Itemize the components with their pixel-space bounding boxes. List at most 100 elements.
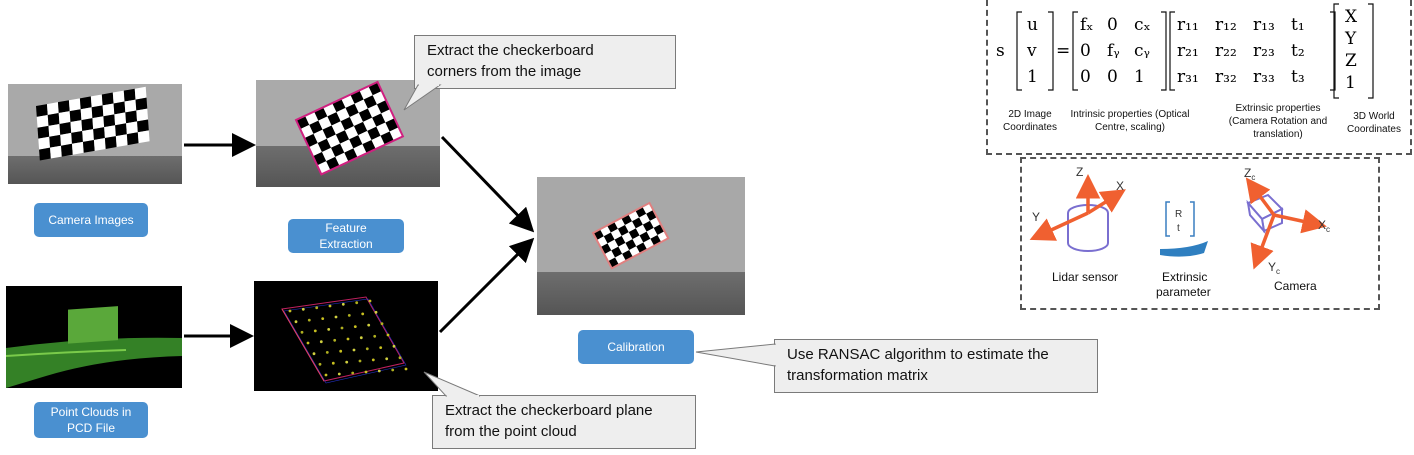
caption-world: 3D World Coordinates [1347,111,1401,135]
extrinsic-entry: t₃ [1291,67,1305,87]
callout-corners: Extract the checkerboard corners from th… [414,35,676,89]
equals-sign: = [1056,41,1070,61]
intrinsic-entry: cᵧ [1134,41,1150,61]
checker-cell [82,129,94,142]
world-entry: Y [1344,29,1357,49]
checker-cell [90,94,103,108]
cloud-point [368,299,372,303]
intrinsic-entry: fᵧ [1107,41,1120,61]
checker-cell [642,220,654,232]
checker-cell [340,116,354,131]
checker-cell [71,141,84,155]
extrinsic-entry: r₁₂ [1215,15,1237,35]
sensors-diagram: Z X Y Lidar sensor R t Extrinsic paramet… [1029,165,1330,299]
bracket-extrinsic [1169,11,1336,91]
checker-cell [93,138,106,151]
intrinsic-entry: 1 [1134,67,1145,87]
world-entry: Z [1345,51,1357,71]
camera-images-text: Camera Images [48,213,134,227]
checker-cell [92,116,105,130]
cloud-point [312,352,316,356]
cloud-point [318,362,322,366]
checker-cell [322,125,336,139]
checker-cell [353,121,368,136]
cloud-point [328,304,332,308]
world-entry: 1 [1345,73,1356,93]
cloud-point [355,301,359,305]
caption-extrinsic: Extrinsic properties (Camera Rotation an… [1228,103,1328,140]
cloud-point [380,322,384,326]
checker-cell [38,136,51,150]
checker-cell [137,130,150,144]
checker-cell [93,127,105,140]
checker-cell [358,108,373,122]
calibration-label: Calibration [578,330,694,364]
bracket-intrinsic [1072,11,1167,91]
point-clouds-label: Point Clouds in PCD File [34,402,148,438]
cloud-point [325,351,329,354]
intrinsic-entry: 0 [1107,15,1118,35]
checker-cell [36,114,49,128]
point-cloud-image [6,286,182,388]
cloud-point [341,302,345,306]
cloud-point [379,346,383,349]
checker-cell [326,134,341,148]
checker-cell [81,118,94,131]
callout-plane: Extract the checkerboard plane from the … [432,395,696,449]
caption-intrinsic: Intrinsic properties (Optical Centre, sc… [1070,109,1190,133]
extrinsic-entry: r₂₃ [1253,41,1275,61]
cloud-point [392,344,396,348]
extrinsic-label-line1: Extrinsic [1162,270,1207,284]
checker-cell [61,143,73,157]
cloud-point [345,360,349,364]
checker-cell [318,116,332,130]
checker-cell [344,126,359,140]
checker-cell [58,111,71,124]
checker-cell [123,88,136,102]
camera-label: Camera [1274,279,1317,293]
cloud-point [333,338,337,342]
checker-cell [610,228,622,240]
checker-cell [49,134,62,148]
checker-cell [345,103,359,117]
checker-cell [135,97,148,111]
checker-cell [358,130,372,145]
checker-cell [124,99,137,113]
checker-cell [126,132,139,146]
intrinsic-entry: 0 [1080,41,1091,61]
checker-cell [618,242,630,254]
checker-cell [621,232,633,243]
checker-cell [112,90,125,104]
callout-ransac-pointer [695,343,776,367]
checker-cell [103,114,116,128]
extrinsic-entry: r₂₁ [1177,41,1199,61]
checker-cell [625,239,637,250]
checker-cell [104,136,117,149]
callout-plane-pointer [423,371,481,397]
callout-ransac-text: Use RANSAC algorithm to estimate the tra… [787,346,1049,384]
checker-cell [39,147,51,161]
checker-cell [625,221,636,233]
cloud-point [300,330,304,334]
checker-cell [80,107,93,121]
uv-entry: 1 [1027,67,1038,87]
checker-cell [104,125,116,139]
feature-extraction-image [256,80,440,187]
plane-points-graphic [281,296,408,384]
checker-cell [632,235,644,247]
cloud-point [364,370,368,374]
camera-axis-y: Yc [1268,260,1280,276]
point-cloud-graphic [6,306,182,388]
checker-cell [68,98,81,112]
cloud-point [288,309,292,313]
cloud-point [339,349,343,353]
checker-cell [115,134,128,148]
intrinsic-entry: 0 [1107,67,1118,87]
extrinsic-entry: r₁₃ [1253,15,1275,35]
feature-extraction-text: Feature Extraction [319,221,373,251]
cloud-point [313,329,317,333]
cloud-point [334,315,338,319]
checker-cell [639,213,650,225]
cloud-point [306,341,310,345]
arrow-feature-to-calibration [440,135,535,233]
